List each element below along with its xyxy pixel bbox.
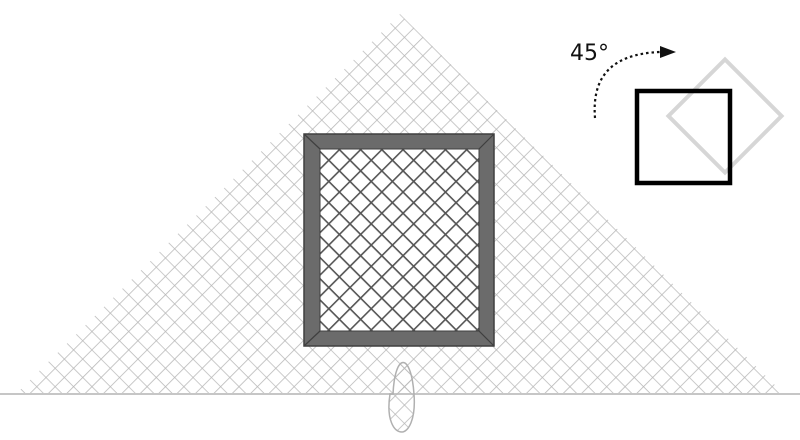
rotated-square-outline [665, 56, 785, 176]
framed-mesh-panel [303, 133, 495, 347]
solid-square [634, 88, 733, 186]
rotation-annotation: 45° [570, 41, 785, 186]
arrowhead-icon [660, 46, 676, 58]
rotation-arrow [593, 50, 661, 119]
angle-label: 45° [570, 41, 609, 66]
hanging-loop [388, 362, 416, 433]
